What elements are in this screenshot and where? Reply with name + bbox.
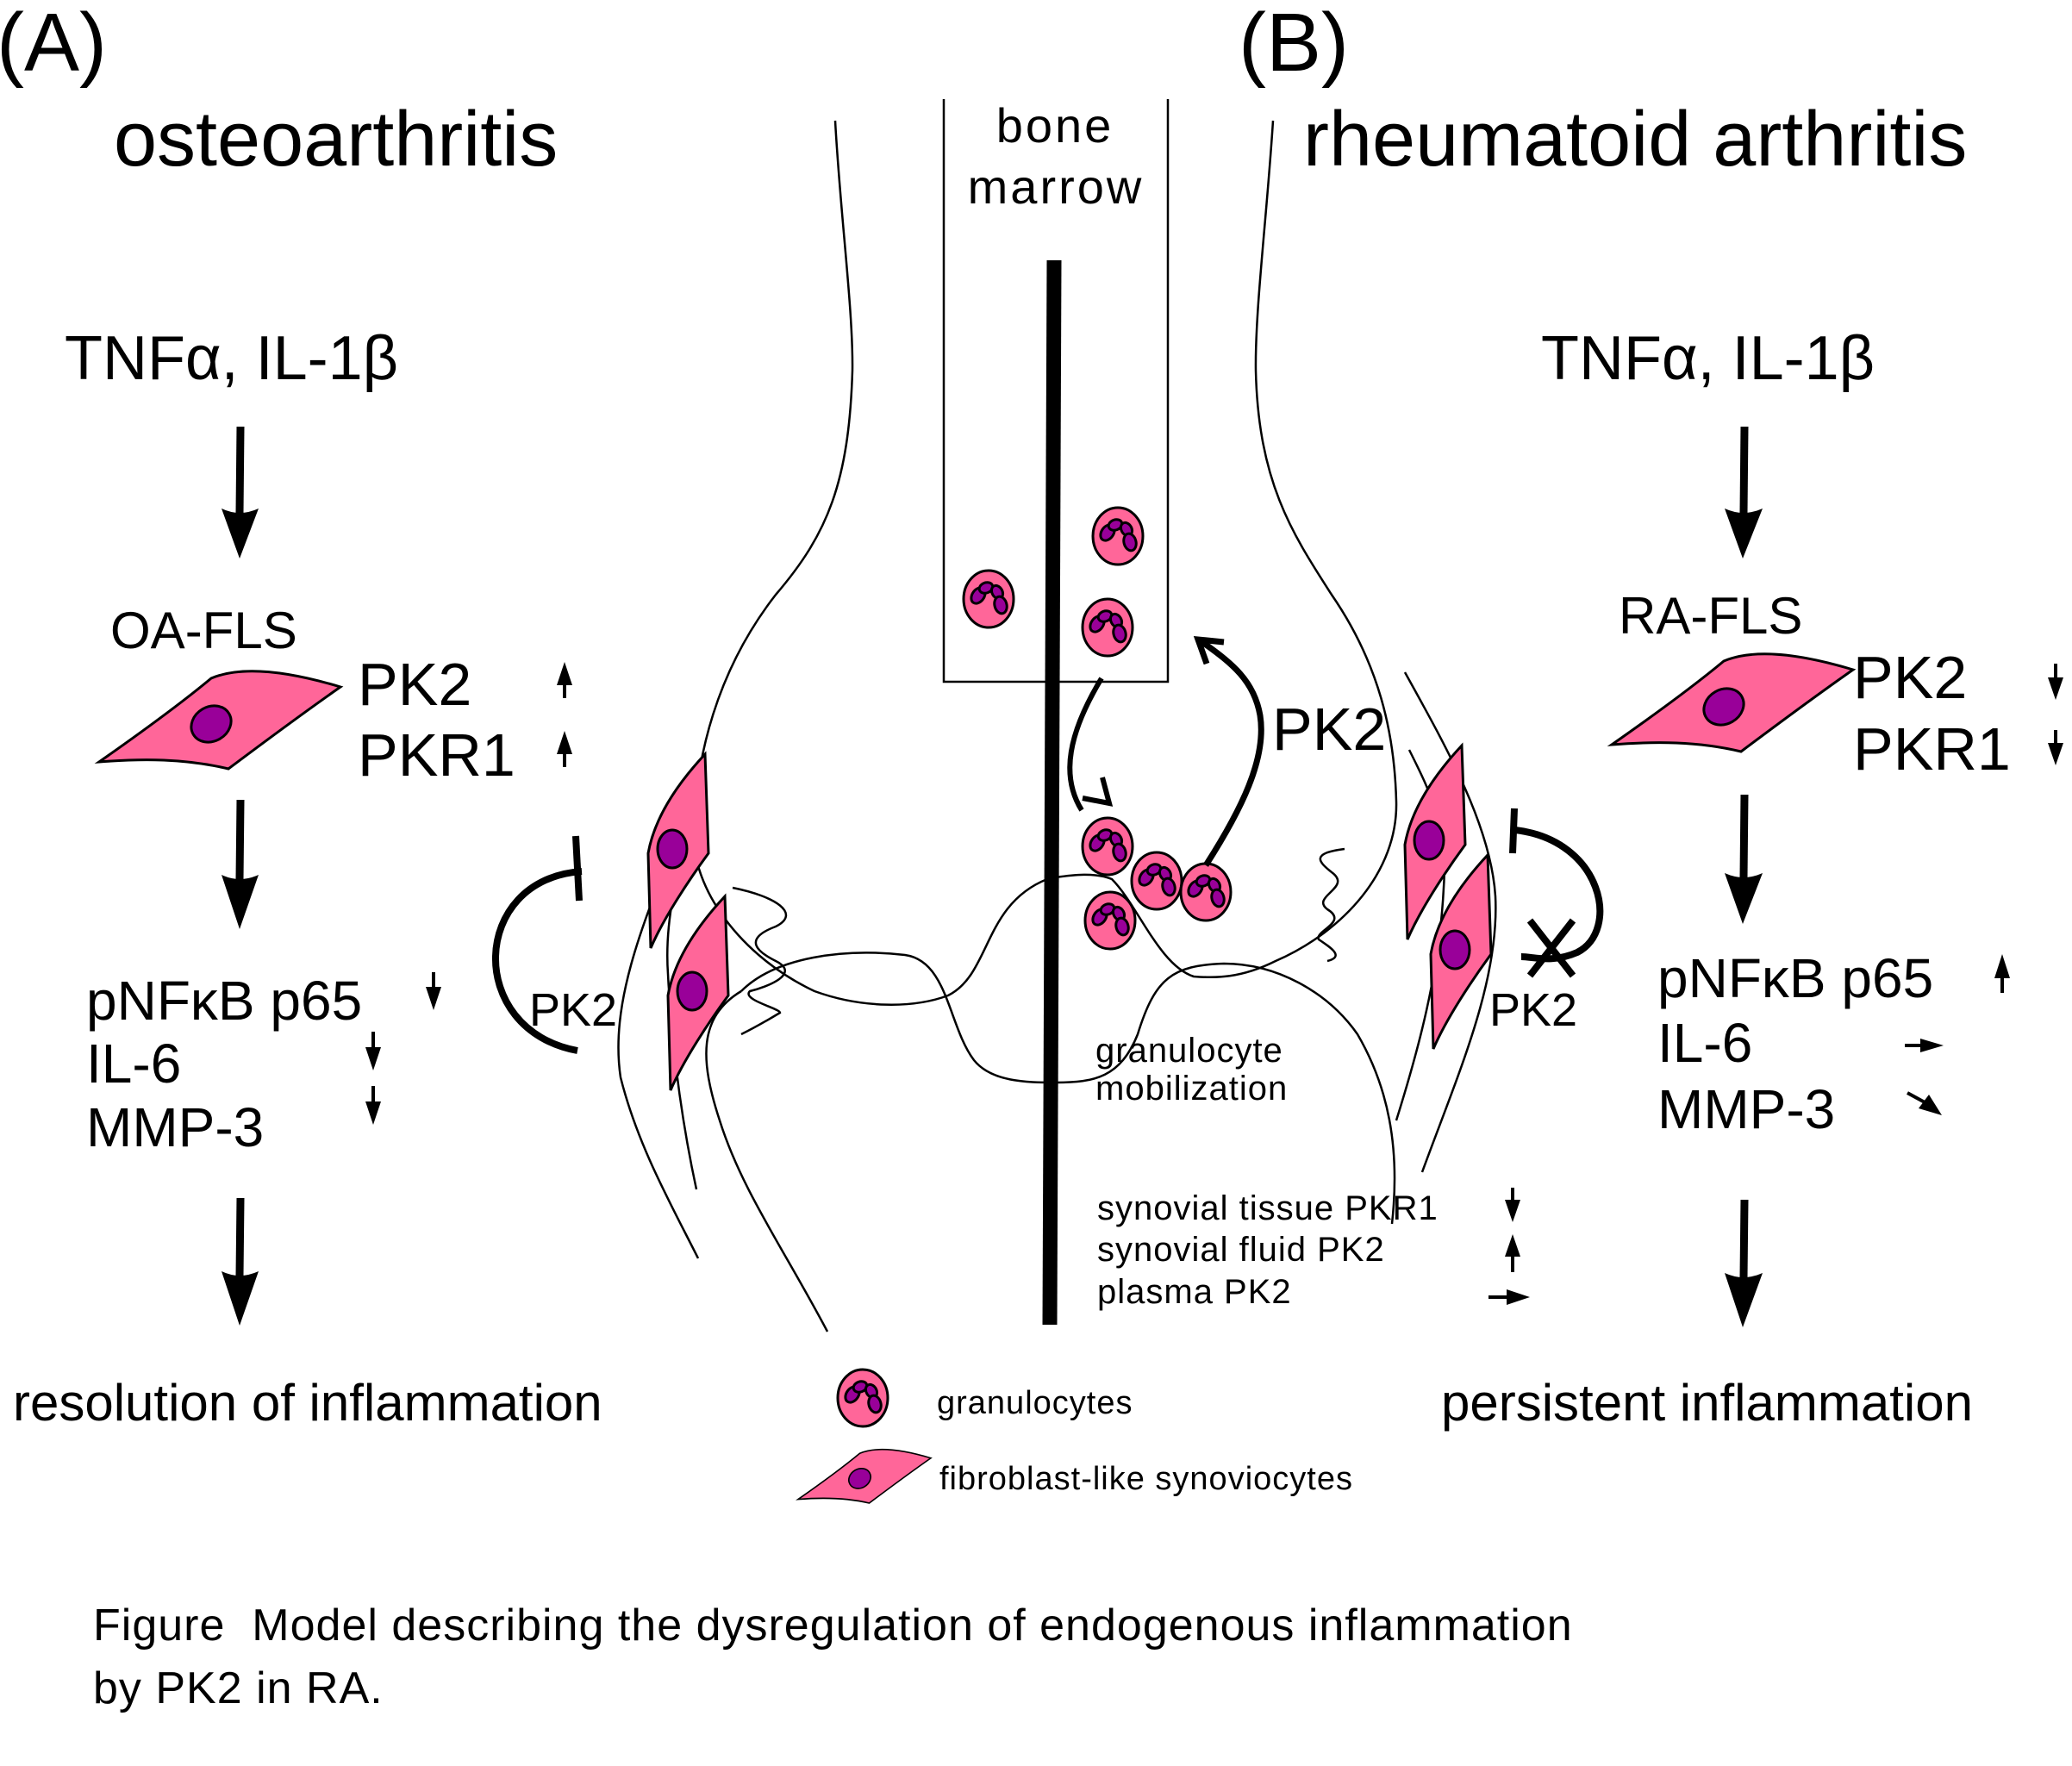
lower-bone-outline-right (1055, 962, 1396, 1225)
blocked-x-icon (1526, 918, 1576, 978)
granulocyte-icon (1081, 597, 1134, 658)
oa-fls-cell-icon (97, 670, 342, 771)
right-capsule-outline (1403, 671, 1497, 1173)
oa-pk2-label: PK2 (358, 651, 471, 718)
panel-a-label: (A) (0, 0, 107, 89)
ra-pnfkb-label: pNFκB p65 (1657, 947, 1933, 1009)
ra-outcome: persistent inflammation (1441, 1374, 1973, 1432)
ra-pk2-label: PK2 (1853, 644, 1967, 711)
down-arrow-icon (1505, 1188, 1520, 1222)
granulocyte-icon (1179, 862, 1233, 922)
oa-mmp3-label: MMP-3 (86, 1096, 264, 1158)
arrow-down-icon (1725, 794, 1763, 924)
arrow-down-icon (222, 799, 259, 929)
pk2-signal-arrow-icon (1193, 635, 1264, 867)
upper-bone-outline (692, 120, 1056, 1006)
ra-fls-label: RA-FLS (1619, 587, 1802, 645)
center-pk2-label: PK2 (1272, 696, 1386, 763)
left-cartilage-wave (732, 886, 788, 1036)
ra-il6-label: IL-6 (1657, 1012, 1752, 1074)
ra-pkr1-label: PKR1 (1853, 715, 2011, 783)
oa-pkr1-label: PKR1 (358, 721, 515, 789)
panel-b: (B) rheumatoid arthritis TNFα, IL-1β RA-… (1239, 0, 2063, 1432)
legend-fls-label: fibroblast-like synoviocytes (939, 1461, 1353, 1497)
figure-caption-line1: Figure Model describing the dysregulatio… (93, 1601, 1573, 1651)
granulocyte-icon (962, 569, 1015, 629)
up-arrow-icon (1505, 1234, 1520, 1272)
oa-pnfkb-label: pNFκB p65 (86, 970, 362, 1032)
panel-b-stimulus: TNFα, IL-1β (1541, 324, 1875, 393)
right-arrow-icon (1488, 1289, 1530, 1305)
mobilization-label-line2: mobilization (1095, 1070, 1288, 1108)
inhibition-arc-icon (492, 835, 583, 1054)
arrow-down-icon (222, 1197, 259, 1326)
granulocyte-icon (836, 1368, 889, 1428)
fls-cell-icon (646, 752, 710, 950)
up-arrow-icon (557, 731, 572, 767)
fibroblast-icon (797, 1448, 932, 1504)
down-arrow-icon (365, 1086, 381, 1125)
granulocyte-icon (1091, 506, 1145, 566)
oa-fls-label: OA-FLS (110, 602, 297, 659)
arrow-down-icon (1725, 426, 1763, 559)
arrow-down-icon (1725, 1199, 1763, 1327)
mobilization-label-line1: granulocyte (1095, 1032, 1283, 1070)
ra-pk2-feedback-label: PK2 (1489, 984, 1577, 1036)
legend-granulocytes-label: granulocytes (937, 1385, 1133, 1421)
up-arrow-icon (1994, 954, 2010, 993)
up-arrow-icon (557, 662, 572, 698)
granulocyte-icon (1130, 851, 1183, 911)
measurement-label: synovial fluid PK2 (1097, 1231, 1385, 1269)
panel-a-stimulus: TNFα, IL-1β (65, 324, 398, 393)
down-arrow-icon (426, 972, 441, 1010)
panel-b-title: rheumatoid arthritis (1303, 97, 1967, 183)
fls-cell-icon (1429, 853, 1493, 1051)
granulocyte-icon (1083, 890, 1137, 951)
granulocyte-icon (1081, 816, 1134, 877)
figure-caption-line2: by PK2 in RA. (93, 1663, 384, 1713)
right-arrow-icon (1905, 1039, 1944, 1052)
panel-a: (A) osteoarthritis TNFα, IL-1β OA-FLS PK… (0, 0, 617, 1432)
bone-marrow-label-line1: bone (996, 98, 1114, 153)
oa-outcome: resolution of inflammation (13, 1374, 602, 1432)
oa-il6-label: IL-6 (86, 1033, 181, 1095)
fls-cell-icon (666, 895, 730, 1092)
panel-a-title: osteoarthritis (114, 97, 558, 183)
panel-divider-bar (1042, 259, 1062, 1326)
ra-mmp3-label: MMP-3 (1657, 1078, 1835, 1140)
down-arrow-icon (365, 1032, 381, 1070)
bone-marrow-label-line2: marrow (968, 159, 1145, 214)
down-arrow-icon (2048, 664, 2063, 700)
legend: granulocytes fibroblast-like synoviocyte… (797, 1368, 1353, 1504)
down-arrow-icon (2048, 730, 2063, 765)
inhibition-arc-icon (1509, 808, 1604, 963)
oa-pk2-feedback-label: PK2 (529, 984, 617, 1036)
joint-illustration: bone marrow PK2 granulocyte mobiliza (617, 98, 1530, 1332)
down-right-arrow-icon (1907, 1091, 1942, 1115)
right-cartilage-wave (1317, 847, 1345, 963)
ra-fls-cell-icon (1610, 652, 1855, 753)
lower-bone-outline (705, 952, 1057, 1332)
upper-bone-outline-right (1055, 120, 1398, 979)
mobilization-arrow-icon (1067, 677, 1114, 812)
measurement-label: plasma PK2 (1097, 1273, 1292, 1311)
measurement-label: synovial tissue PKR1 (1097, 1189, 1439, 1227)
arrow-down-icon (222, 426, 259, 559)
panel-b-label: (B) (1239, 0, 1349, 89)
